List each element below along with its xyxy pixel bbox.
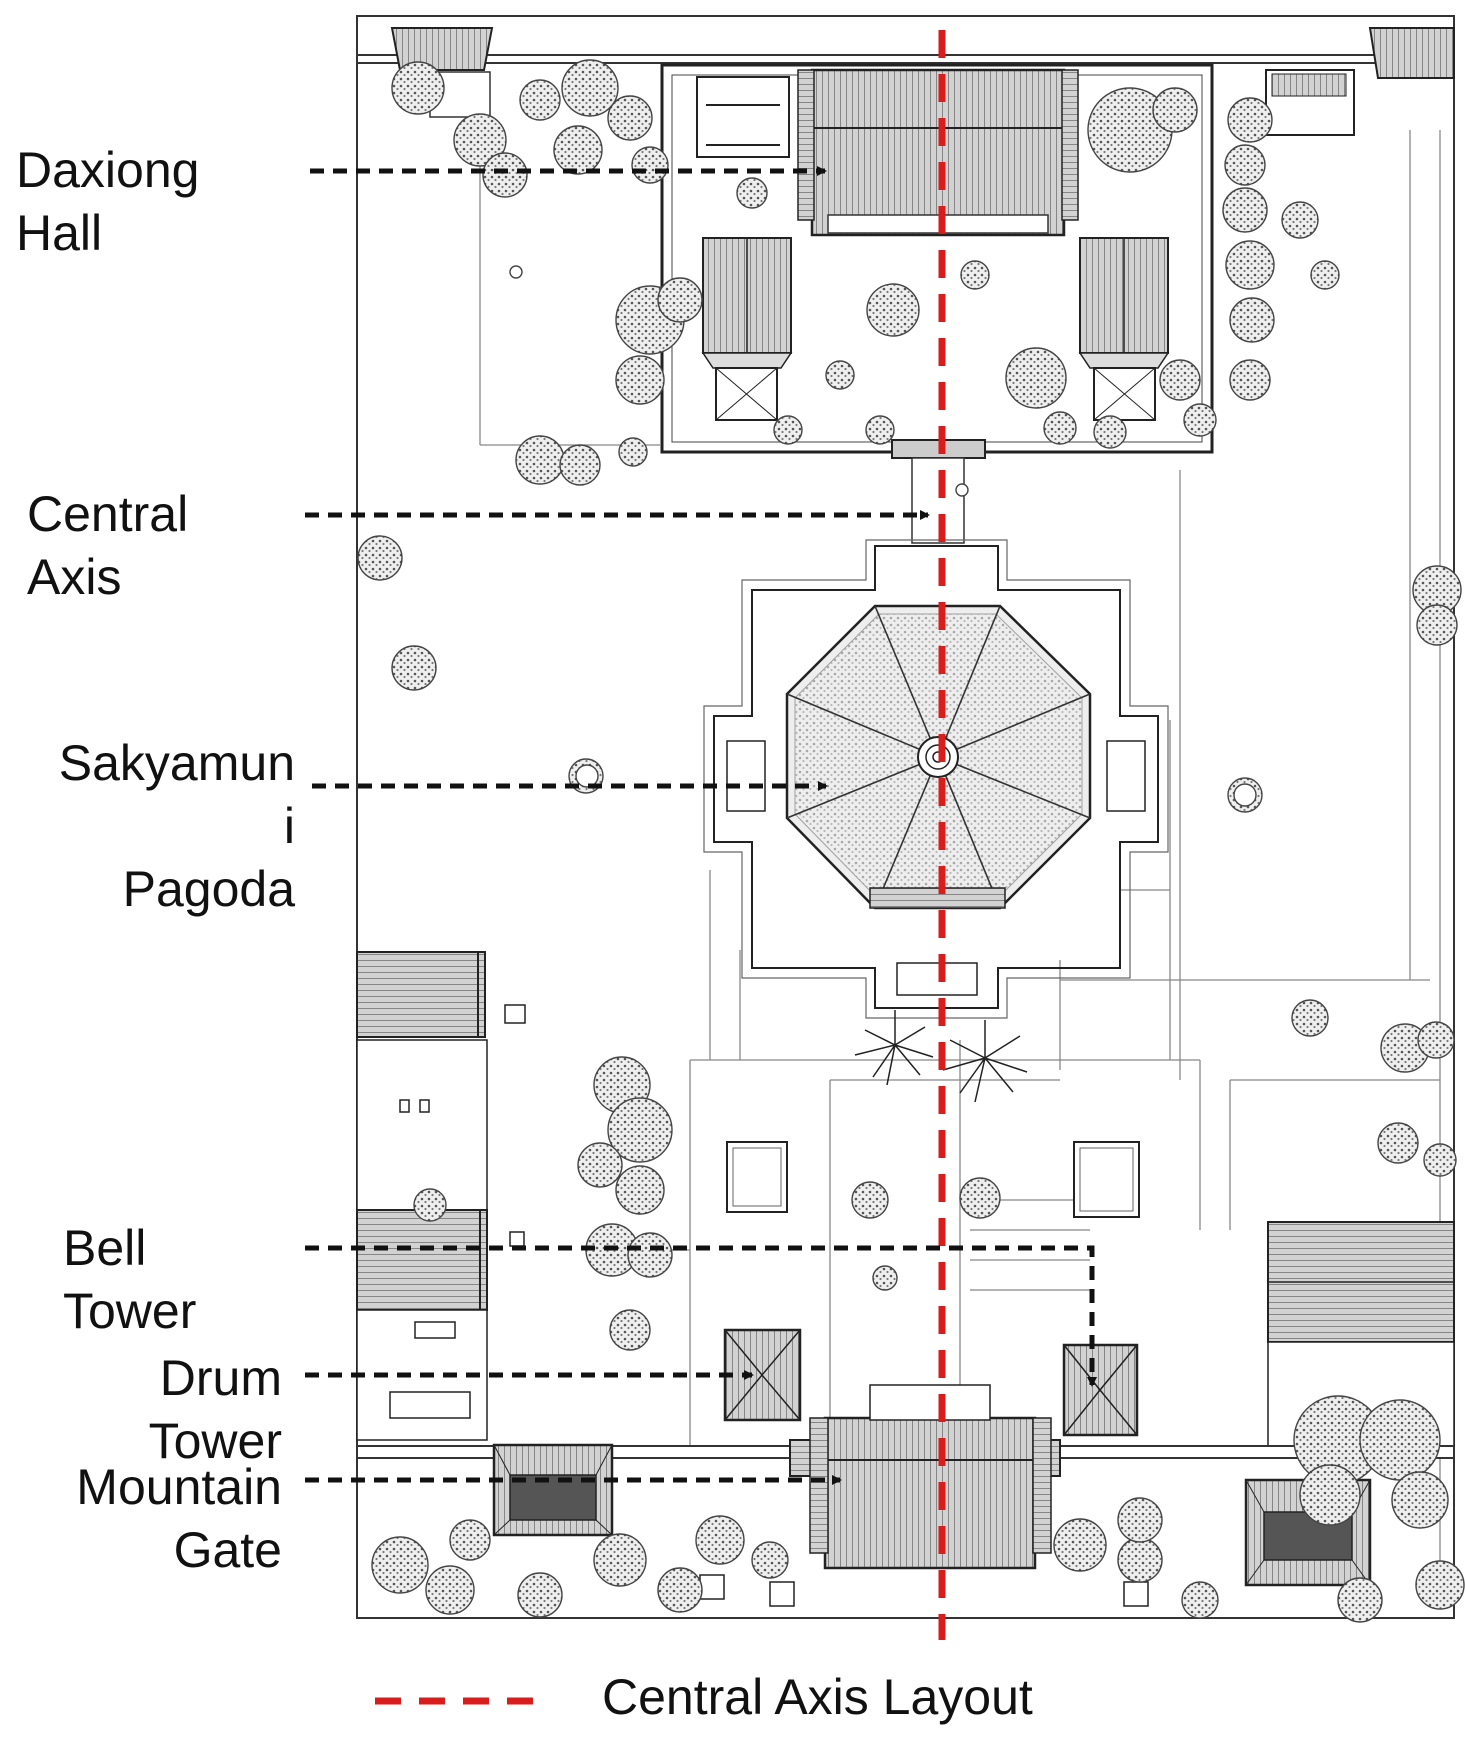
- trees-open: [509, 265, 1257, 807]
- bell-tower-arrow: [305, 1245, 1097, 1387]
- courtyard-shed: [696, 76, 790, 158]
- north-wall: [356, 54, 1455, 64]
- label-central-axis: Central Axis: [27, 486, 189, 605]
- west-buildings: [356, 951, 526, 1441]
- southwest-corner-pavilion: [492, 1443, 614, 1537]
- trees: [357, 59, 1465, 1623]
- drum-tower: [723, 1328, 802, 1422]
- callout-arrows: [305, 166, 1097, 1485]
- label-bell-tower: Bell Tower: [63, 1220, 197, 1339]
- label-daxiong-hall: Daxiong Hall: [16, 142, 200, 261]
- cistern-west: [726, 1141, 788, 1213]
- ornamental-trees: [854, 1010, 1028, 1103]
- pagoda-platform: [703, 539, 1169, 1019]
- site-lines: [357, 120, 1441, 1600]
- sakyamuni-pagoda-roof: [785, 604, 1092, 910]
- mountain-gate: [789, 1384, 1061, 1570]
- label-drum-tower: Drum Tower: [148, 1350, 282, 1469]
- label-mountain-gate: Mountain Gate: [76, 1459, 282, 1578]
- northwest-corner-pavilion: [390, 27, 494, 71]
- cistern-east: [1073, 1141, 1140, 1218]
- label-sakyamuni-pagoda: Sakyamun i Pagoda: [58, 735, 295, 917]
- northeast-corner-pavilion: [1368, 27, 1455, 79]
- legend-label: Central Axis Layout: [602, 1669, 1033, 1725]
- bell-tower: [1062, 1343, 1139, 1437]
- daxiong-hall-roof: [810, 68, 1066, 237]
